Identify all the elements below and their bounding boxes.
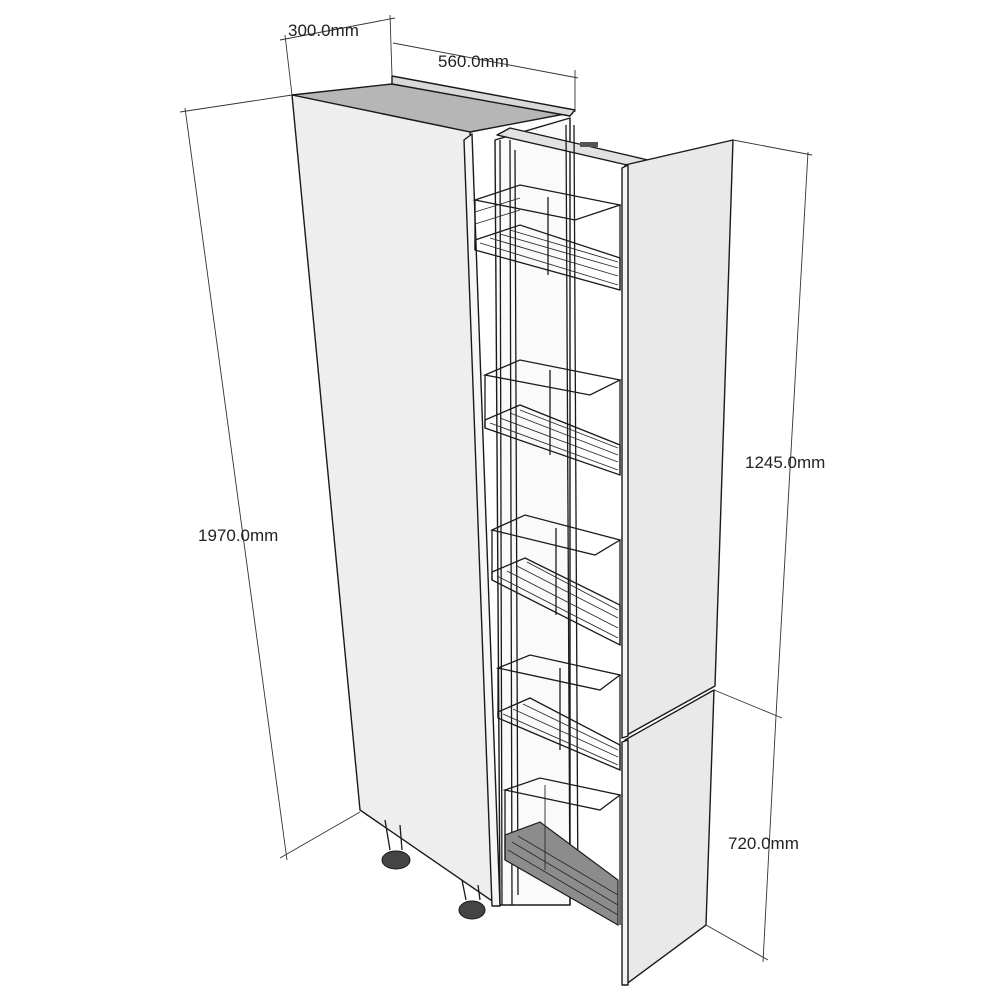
basket-1: [472, 184, 623, 291]
lower-door-panel: [624, 689, 715, 986]
dim-total-height-ext-top: [179, 94, 293, 113]
dim-lower-ext-bottom: [705, 924, 769, 961]
dim-total-height-label: 1970.0mm: [198, 526, 278, 545]
dim-upper-ext-top: [732, 139, 813, 156]
dim-lower-line: [762, 715, 777, 963]
cabinet-front-edge: [463, 133, 501, 907]
basket-3: [490, 514, 622, 647]
dim-depth-ext-left: [284, 34, 293, 96]
dim-total-height-line: [184, 107, 288, 861]
upper-door-edge: [621, 164, 629, 739]
frame-upright-back-inner: [573, 124, 579, 901]
rail-fitting: [580, 142, 598, 147]
dim-depth-line: [279, 17, 396, 41]
leg-right: [458, 879, 486, 920]
dim-lower-label: 720.0mm: [728, 834, 799, 853]
dim-depth-label: 300.0mm: [288, 21, 359, 40]
dim-width-line: [392, 42, 579, 79]
dim-width-label: 560.0mm: [438, 52, 509, 71]
basket-2: [482, 359, 622, 476]
dim-upper-label: 1245.0mm: [745, 453, 825, 472]
frame-upright-mid: [514, 149, 519, 896]
basket-5: [502, 777, 622, 927]
frame-upright-back: [565, 124, 571, 906]
leg-left: [381, 819, 411, 870]
dim-total-height-ext-bottom: [279, 811, 361, 859]
basket-4: [495, 654, 622, 771]
dim-upper-ext-bottom: [713, 689, 783, 719]
frame-upright-front-inner: [509, 139, 513, 906]
frame-upright-front: [499, 139, 503, 906]
cabinet-top-edge: [391, 75, 576, 117]
lower-door-edge: [621, 739, 629, 986]
dim-upper-line: [775, 151, 809, 717]
upper-door-panel: [624, 139, 734, 737]
dim-depth-ext-right: [389, 14, 393, 77]
